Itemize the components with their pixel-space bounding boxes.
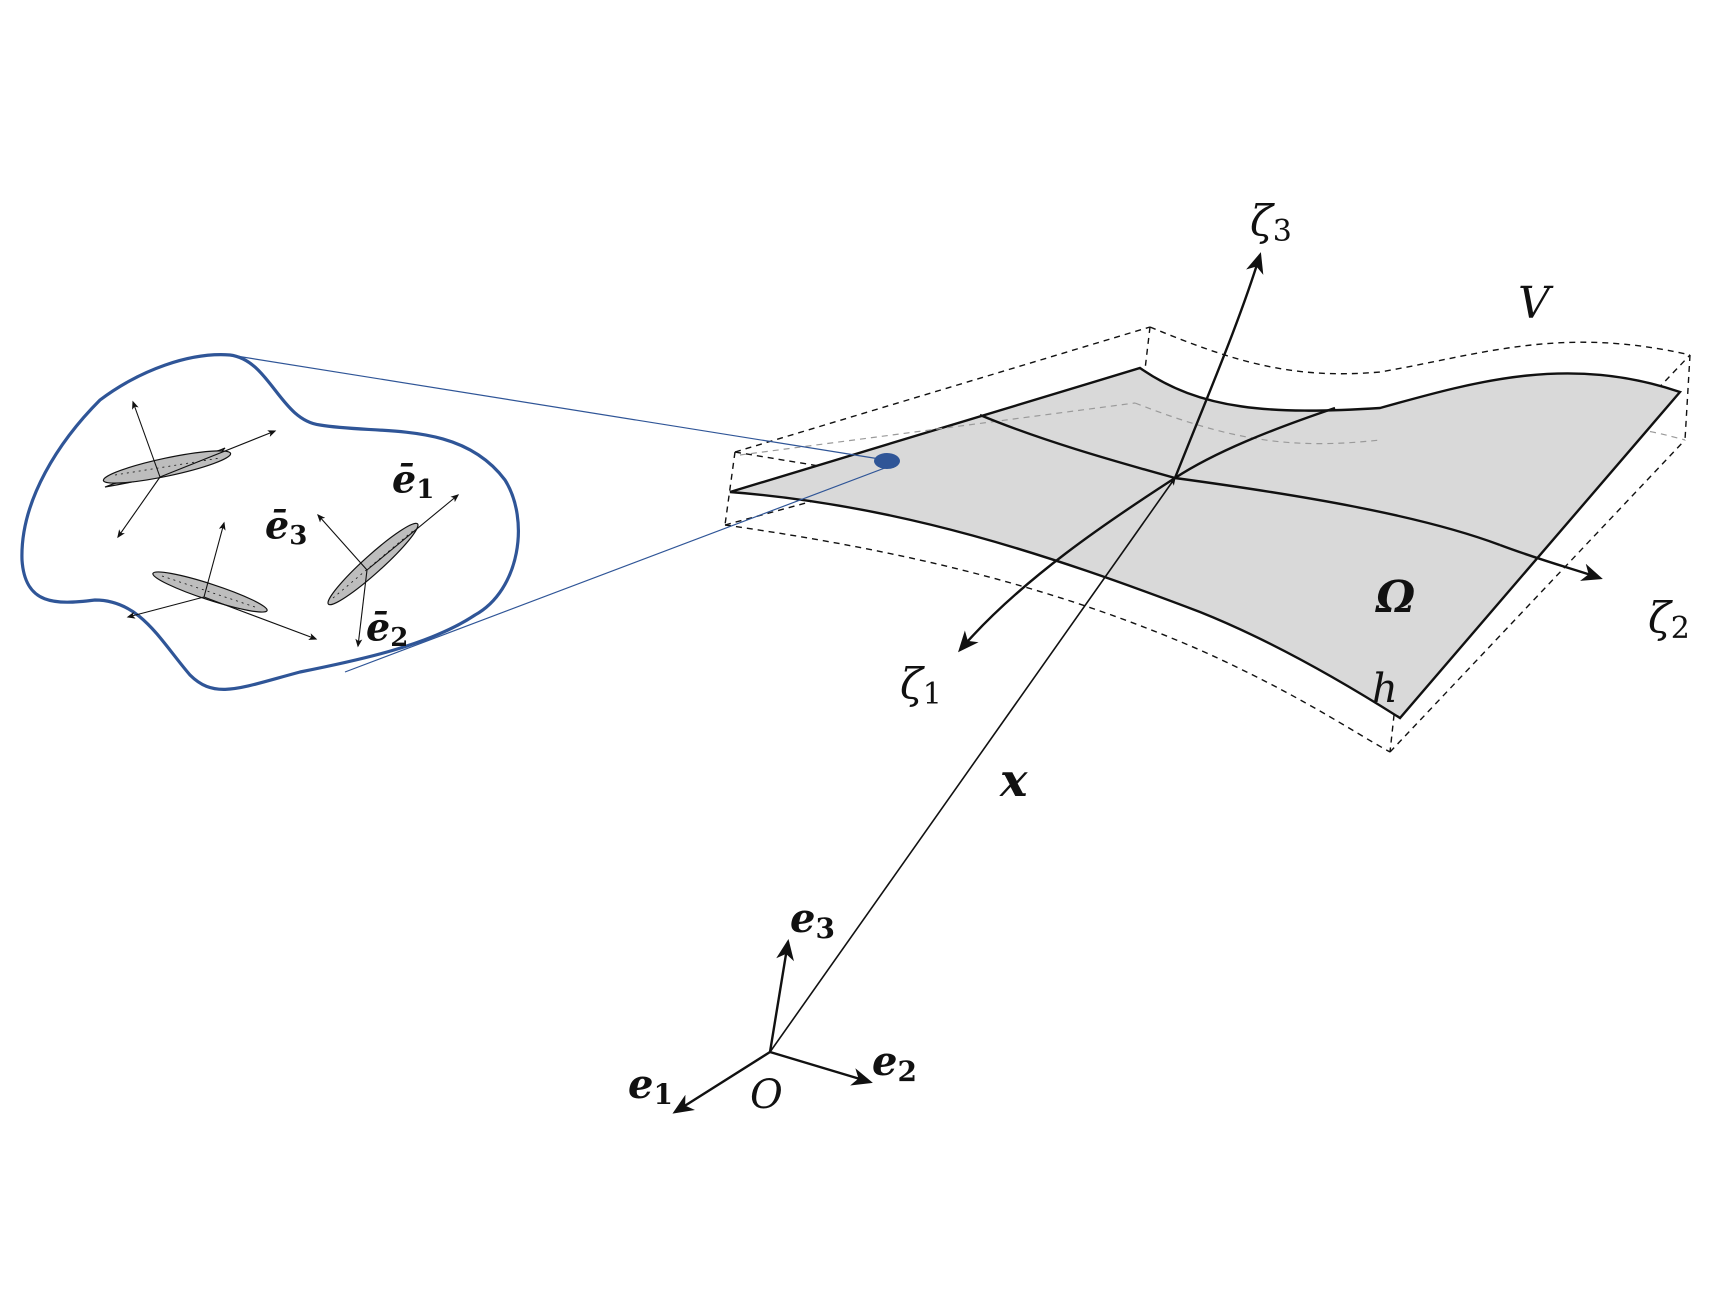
surface-coordinate-curves <box>958 406 1603 653</box>
fiber-2 <box>126 521 318 640</box>
e2-label: e2 <box>872 1038 917 1088</box>
origin-o-label: O <box>750 1072 783 1118</box>
ebar2-label: ē2 <box>366 604 408 653</box>
ebar3-label: ē3 <box>265 502 307 551</box>
position-x-label: x <box>999 753 1028 807</box>
ebar1-label: ē1 <box>392 456 434 505</box>
thickness-h-label: h <box>1372 666 1398 712</box>
midsurface-hidden-lines <box>739 402 1381 456</box>
e3-label: e3 <box>790 895 835 945</box>
fiber-3 <box>317 494 460 648</box>
global-frame <box>672 939 873 1114</box>
e1-label: e1 <box>628 1061 673 1111</box>
fiber-1 <box>102 400 277 539</box>
position-vector-x <box>769 476 1176 1053</box>
omega-label: Ω <box>1375 572 1415 623</box>
zeta3-axis-arrow <box>1173 252 1264 479</box>
inset-connector-lines <box>229 354 891 673</box>
material-point-dot <box>874 453 900 469</box>
midsurface-omega <box>729 366 1683 720</box>
zeta3-label: ζ3 <box>1250 196 1292 249</box>
zeta2-label: ζ2 <box>1648 593 1690 646</box>
zeta1-label: ζ1 <box>900 659 942 712</box>
volume-v-label: V <box>1518 278 1554 329</box>
